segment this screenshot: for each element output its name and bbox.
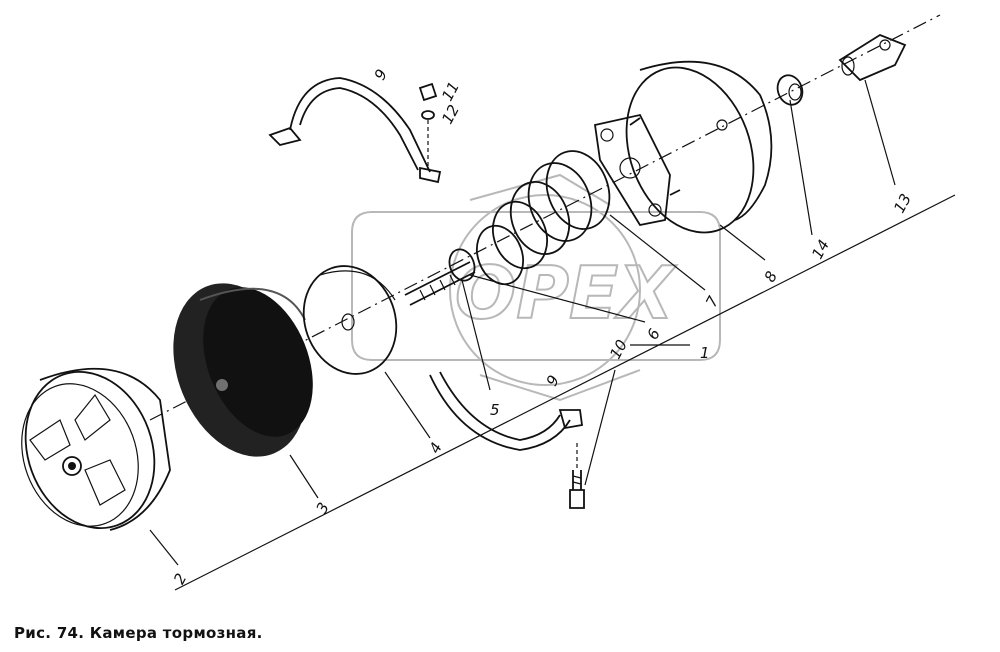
- callout-11: 11: [438, 79, 463, 104]
- callout-5: 5: [490, 401, 500, 419]
- part-10-bolt: [569, 440, 585, 509]
- part-14-nut: [776, 74, 804, 106]
- part-7-spring: [476, 150, 611, 286]
- callout-9-lower: 9: [543, 372, 563, 389]
- callout-3: 3: [313, 499, 333, 516]
- callout-9-upper: 9: [371, 66, 391, 83]
- watermark-logo: OPEX: [351, 173, 721, 402]
- leader-lines: [149, 79, 896, 566]
- part-3-diaphragm: [173, 283, 313, 457]
- part-9-upper-clamp: [268, 77, 442, 184]
- part-13-clevis: [838, 33, 907, 82]
- callout-13: 13: [890, 191, 915, 216]
- part-8-rear-housing: [625, 60, 773, 234]
- callout-2: 2: [170, 570, 190, 587]
- figure-caption: Рис. 74. Камера тормозная.: [14, 624, 263, 642]
- callout-8: 8: [761, 268, 781, 285]
- part-2-front-cover: [21, 367, 171, 531]
- part-5-rod: [404, 248, 476, 306]
- part-4-pressure-disc: [302, 265, 398, 375]
- watermark-text: OPEX: [455, 251, 677, 335]
- flange-plate: [593, 113, 681, 227]
- callout-12: 12: [438, 102, 463, 127]
- part-11-12-nut-washer: [418, 82, 438, 170]
- axis-lines: [149, 14, 956, 591]
- part-9-lower-clamp: [429, 371, 584, 451]
- callout-1: 1: [700, 344, 710, 362]
